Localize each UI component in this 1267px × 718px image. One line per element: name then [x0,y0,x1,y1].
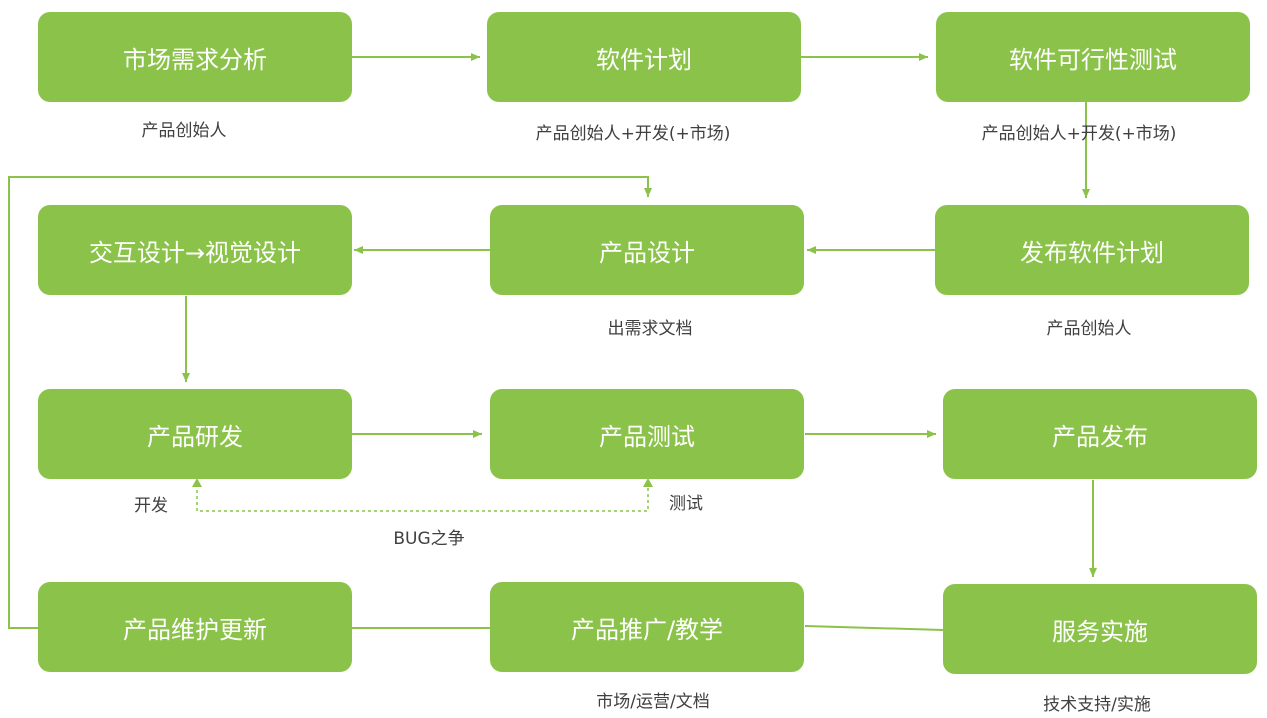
note-market-analysis: 产品创始人 [141,121,227,141]
note-dev: 开发 [134,496,168,516]
bug-dispute-dashed-line [196,484,649,512]
box-interaction-visual-design: 交互设计→视觉设计 [38,205,352,295]
box-publish-plan: 发布软件计划 [935,205,1249,295]
note-software-plan: 产品创始人+开发(+市场) [535,124,731,144]
box-promotion: 产品推广/教学 [490,582,804,672]
box-software-plan: 软件计划 [487,12,801,102]
box-product-test: 产品测试 [490,389,804,479]
box-product-design: 产品设计 [490,205,804,295]
box-product-release: 产品发布 [943,389,1257,479]
note-test: 测试 [669,494,703,514]
note-bug-dispute: BUG之争 [393,529,465,549]
box-service: 服务实施 [943,584,1257,674]
note-feasibility-test: 产品创始人+开发(+市场) [981,124,1177,144]
box-maintenance: 产品维护更新 [38,582,352,672]
box-product-rnd: 产品研发 [38,389,352,479]
note-publish-plan: 产品创始人 [1046,319,1132,339]
box-feasibility-test: 软件可行性测试 [936,12,1250,102]
note-product-design: 出需求文档 [607,319,693,339]
note-promotion: 市场/运营/文档 [596,692,710,712]
bug-arrowhead-test [643,478,653,487]
note-service: 技术支持/实施 [1043,695,1151,715]
loop-maintenance-to-design [8,176,652,629]
line-service-to-promotion [804,625,944,631]
box-market-analysis: 市场需求分析 [38,12,352,102]
bug-arrowhead-dev [192,478,202,487]
